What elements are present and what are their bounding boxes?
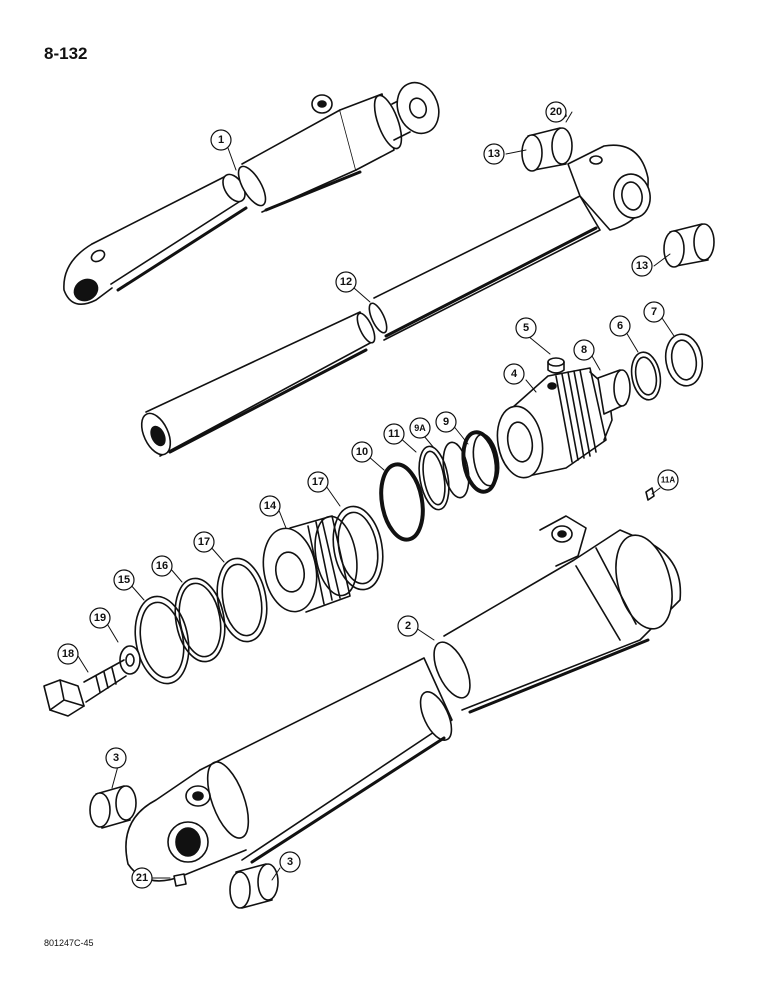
- piston-part-14: [262, 515, 358, 613]
- callout-21: 21: [131, 867, 153, 889]
- callout-9: 9: [435, 411, 457, 433]
- svg-text:18: 18: [62, 648, 74, 660]
- svg-text:9: 9: [443, 416, 449, 428]
- wiper-part-8: [597, 369, 631, 415]
- callout-19: 19: [89, 607, 111, 629]
- o-ring-part-10: [379, 462, 425, 542]
- svg-text:3: 3: [287, 856, 293, 868]
- svg-text:20: 20: [550, 106, 562, 118]
- cylinder-assembly-part-1: [63, 81, 440, 306]
- callout-8: 8: [573, 339, 595, 361]
- grease-fitting-part-11a: [645, 487, 655, 501]
- svg-text:9A: 9A: [414, 423, 426, 433]
- callout-5: 5: [515, 317, 537, 339]
- svg-text:1: 1: [218, 134, 224, 146]
- callout-12: 12: [335, 271, 357, 293]
- ring-part-11: [418, 445, 450, 511]
- svg-text:7: 7: [651, 306, 657, 318]
- ring-part-15: [134, 595, 190, 685]
- ring-part-16: [174, 577, 226, 663]
- callout-10: 10: [351, 441, 373, 463]
- callout-18: 18: [57, 643, 79, 665]
- svg-text:17: 17: [198, 536, 210, 548]
- callout-16: 16: [151, 555, 173, 577]
- callout-3-upper: 3: [105, 747, 127, 769]
- callout-11a: 11A: [657, 469, 679, 491]
- svg-text:13: 13: [636, 260, 648, 272]
- callout-17-left: 17: [193, 531, 215, 553]
- svg-text:6: 6: [617, 320, 623, 332]
- bushing-part-13-upper: [521, 127, 573, 172]
- seal-part-9: [461, 430, 500, 494]
- ring-part-6: [630, 351, 662, 401]
- barrel-part-2: [125, 515, 682, 882]
- svg-text:10: 10: [356, 446, 368, 458]
- svg-text:14: 14: [264, 500, 277, 512]
- callout-9a: 9A: [409, 417, 431, 439]
- callout-6: 6: [609, 315, 631, 337]
- grease-fitting-part-21: [173, 873, 187, 887]
- callout-17-right: 17: [307, 471, 329, 493]
- ring-part-17-right: [332, 505, 384, 591]
- svg-text:15: 15: [118, 574, 130, 586]
- svg-text:19: 19: [94, 612, 106, 624]
- svg-text:2: 2: [405, 620, 411, 632]
- bushing-part-3-upper: [89, 785, 137, 829]
- callout-14: 14: [259, 495, 281, 517]
- svg-text:16: 16: [156, 560, 168, 572]
- svg-text:12: 12: [340, 276, 352, 288]
- svg-text:8: 8: [581, 344, 587, 356]
- callout-13-lower: 13: [631, 255, 653, 277]
- callout-7: 7: [643, 301, 665, 323]
- callout-20: 20: [545, 101, 567, 123]
- svg-text:3: 3: [113, 752, 119, 764]
- callout-3-lower: 3: [279, 851, 301, 873]
- gland-part-4: [496, 367, 613, 479]
- ring-part-17-left: [216, 557, 268, 643]
- svg-text:4: 4: [511, 368, 518, 380]
- rod-part-12: [140, 144, 651, 457]
- svg-text:13: 13: [488, 148, 500, 160]
- bushing-part-3-lower: [229, 863, 279, 909]
- drawing-code: 801247C-45: [44, 938, 94, 948]
- svg-text:11A: 11A: [661, 476, 675, 485]
- svg-text:21: 21: [136, 872, 148, 884]
- callout-2: 2: [397, 615, 419, 637]
- svg-text:17: 17: [312, 476, 324, 488]
- callout-15: 15: [113, 569, 135, 591]
- svg-text:5: 5: [523, 322, 529, 334]
- ring-part-9a: [442, 441, 470, 499]
- page-number: 8-132: [44, 44, 88, 63]
- bolt-part-18: [43, 659, 127, 717]
- bushing-part-13-lower: [663, 223, 715, 268]
- washer-part-19: [119, 645, 141, 675]
- callout-11: 11: [383, 423, 405, 445]
- ring-part-7: [664, 333, 704, 387]
- callout-1: 1: [210, 129, 232, 151]
- leader-lines: [77, 111, 675, 881]
- svg-text:11: 11: [388, 428, 400, 440]
- callout-13-upper: 13: [483, 143, 505, 165]
- plug-part-5: [547, 357, 565, 374]
- callout-4: 4: [503, 363, 525, 385]
